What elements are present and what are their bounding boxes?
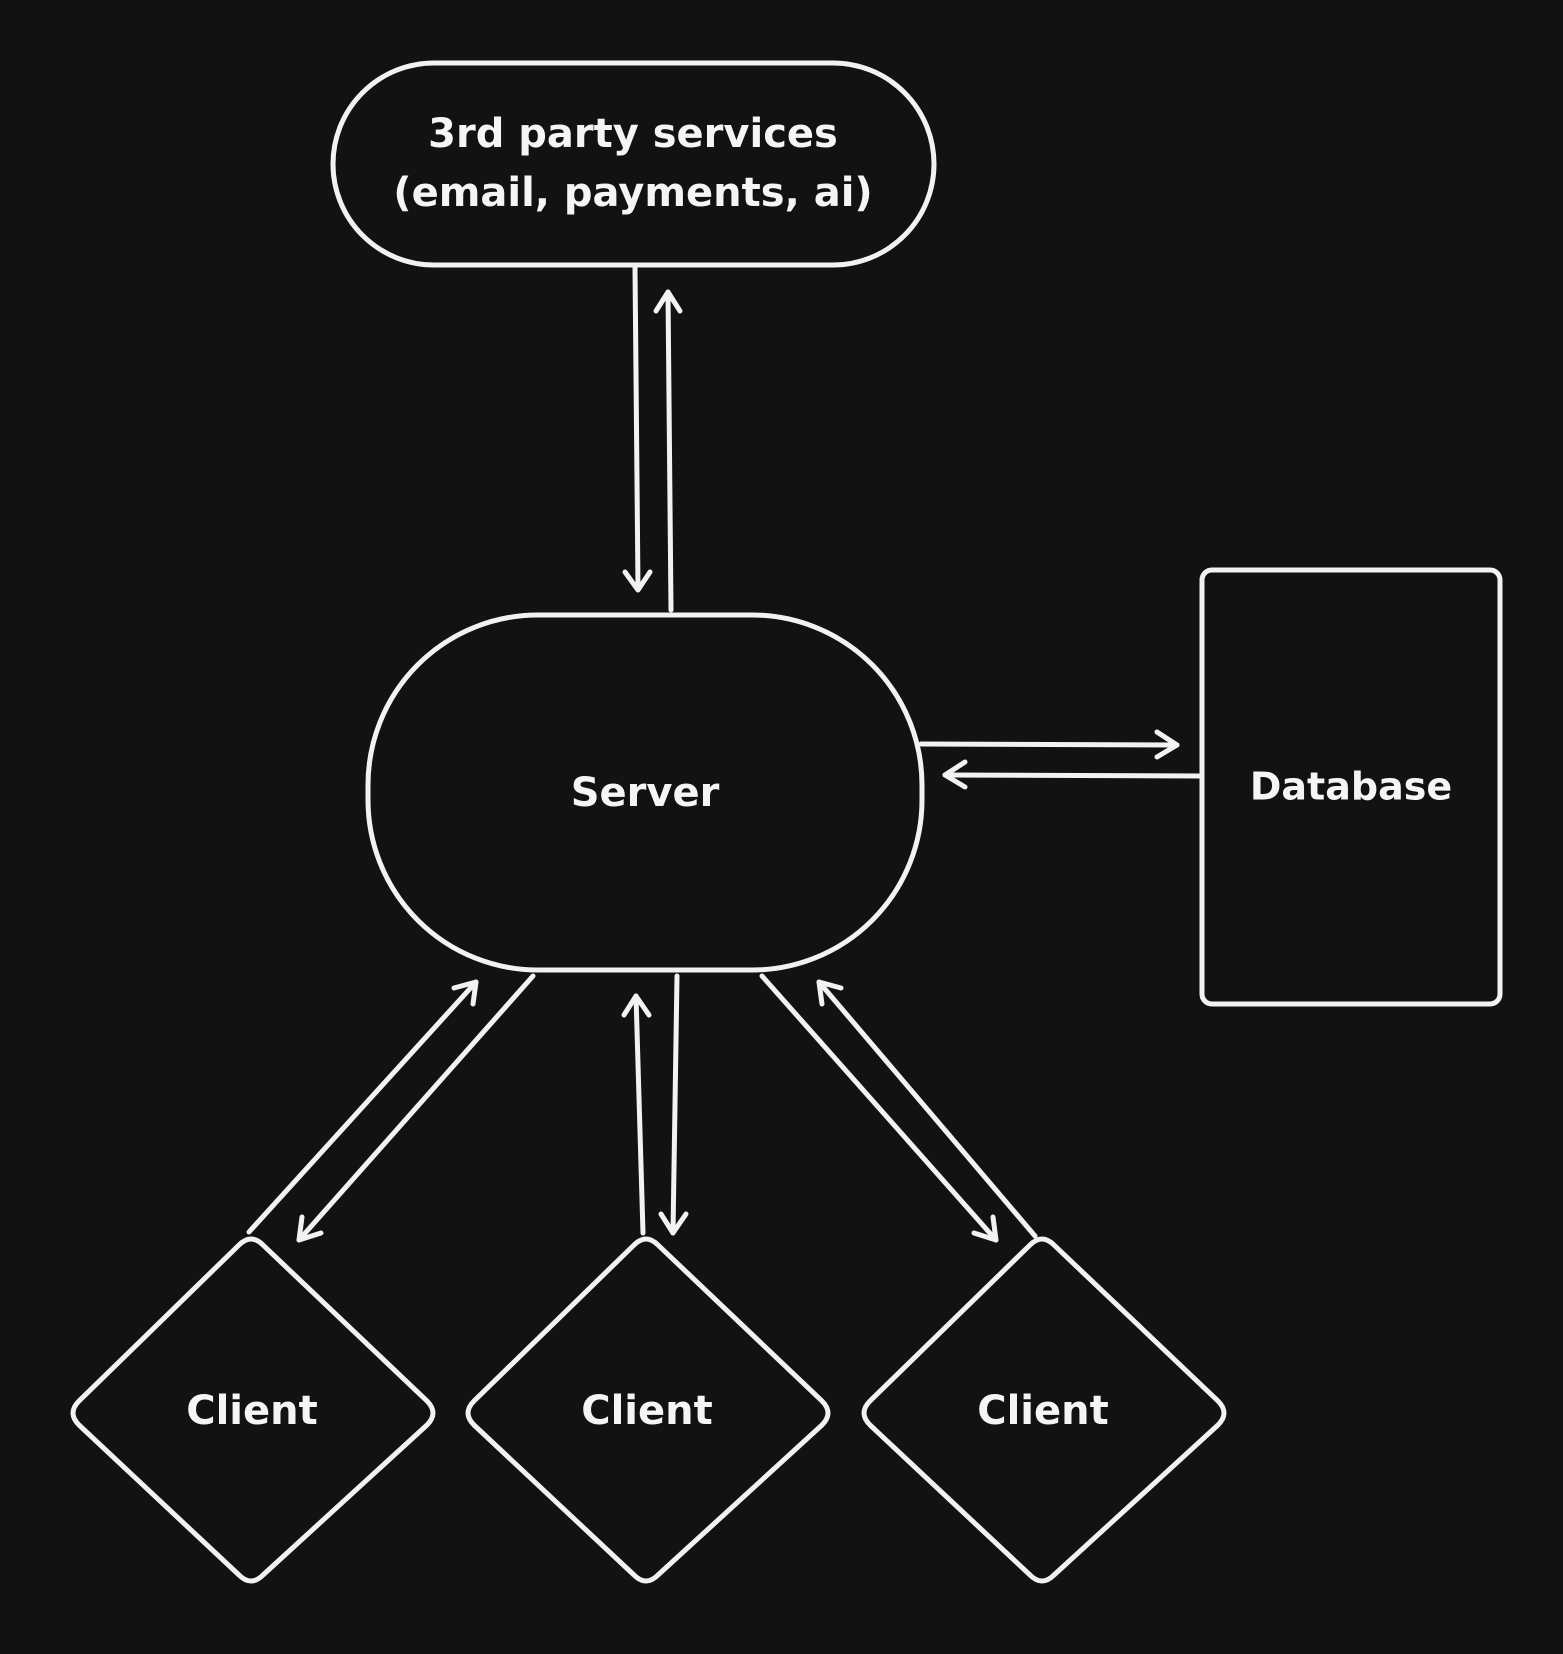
- arrowhead-down-icon: [658, 1211, 689, 1236]
- client-3-shape: [861, 1236, 1227, 1584]
- database-node[interactable]: Database: [1199, 567, 1503, 1007]
- server-shape: [365, 612, 925, 973]
- client-1-label: Client: [186, 1388, 318, 1434]
- arrow-server-to-client-1: [296, 973, 536, 1243]
- client-1-shape: [70, 1236, 436, 1584]
- client-node-1[interactable]: Client: [70, 1236, 436, 1584]
- third-party-services-title: 3rd party services: [428, 111, 838, 157]
- arrow-server-to-client-3: [759, 973, 999, 1243]
- third-party-services-subtitle: (email, payments, ai): [393, 170, 872, 216]
- arrow-services-to-server: [622, 265, 653, 593]
- arrowhead-up-right-icon: [451, 979, 479, 1007]
- arrowhead-up-icon: [653, 289, 683, 314]
- server-label: Server: [571, 770, 720, 816]
- arrowhead-up-left-icon: [816, 979, 844, 1007]
- database-shape: [1199, 567, 1503, 1007]
- client-node-3[interactable]: Client: [861, 1236, 1227, 1584]
- client-2-shape: [465, 1236, 831, 1584]
- arrowhead-down-left-icon: [296, 1214, 324, 1243]
- arrow-database-to-server: [942, 759, 1203, 790]
- arrowhead-right-icon: [1154, 729, 1180, 760]
- arrow-client-1-to-server: [246, 979, 479, 1235]
- arrow-client-2-to-server: [621, 993, 652, 1236]
- arrowhead-left-icon: [942, 759, 968, 790]
- arrowhead-down-icon: [622, 569, 653, 593]
- database-label: Database: [1250, 765, 1452, 809]
- arrow-server-to-client-2: [658, 973, 689, 1236]
- arrowhead-down-right-icon: [971, 1214, 999, 1243]
- arrowhead-up-icon: [621, 993, 652, 1018]
- server-node[interactable]: Server: [365, 612, 925, 973]
- client-node-2[interactable]: Client: [465, 1236, 831, 1584]
- third-party-services-shape: [330, 60, 937, 268]
- client-3-label: Client: [977, 1388, 1109, 1434]
- third-party-services-node[interactable]: 3rd party services (email, payments, ai): [330, 60, 937, 268]
- arrow-client-3-to-server: [816, 979, 1038, 1239]
- arrow-server-to-services: [653, 289, 683, 613]
- client-2-label: Client: [581, 1388, 713, 1434]
- arrow-server-to-database: [918, 729, 1180, 760]
